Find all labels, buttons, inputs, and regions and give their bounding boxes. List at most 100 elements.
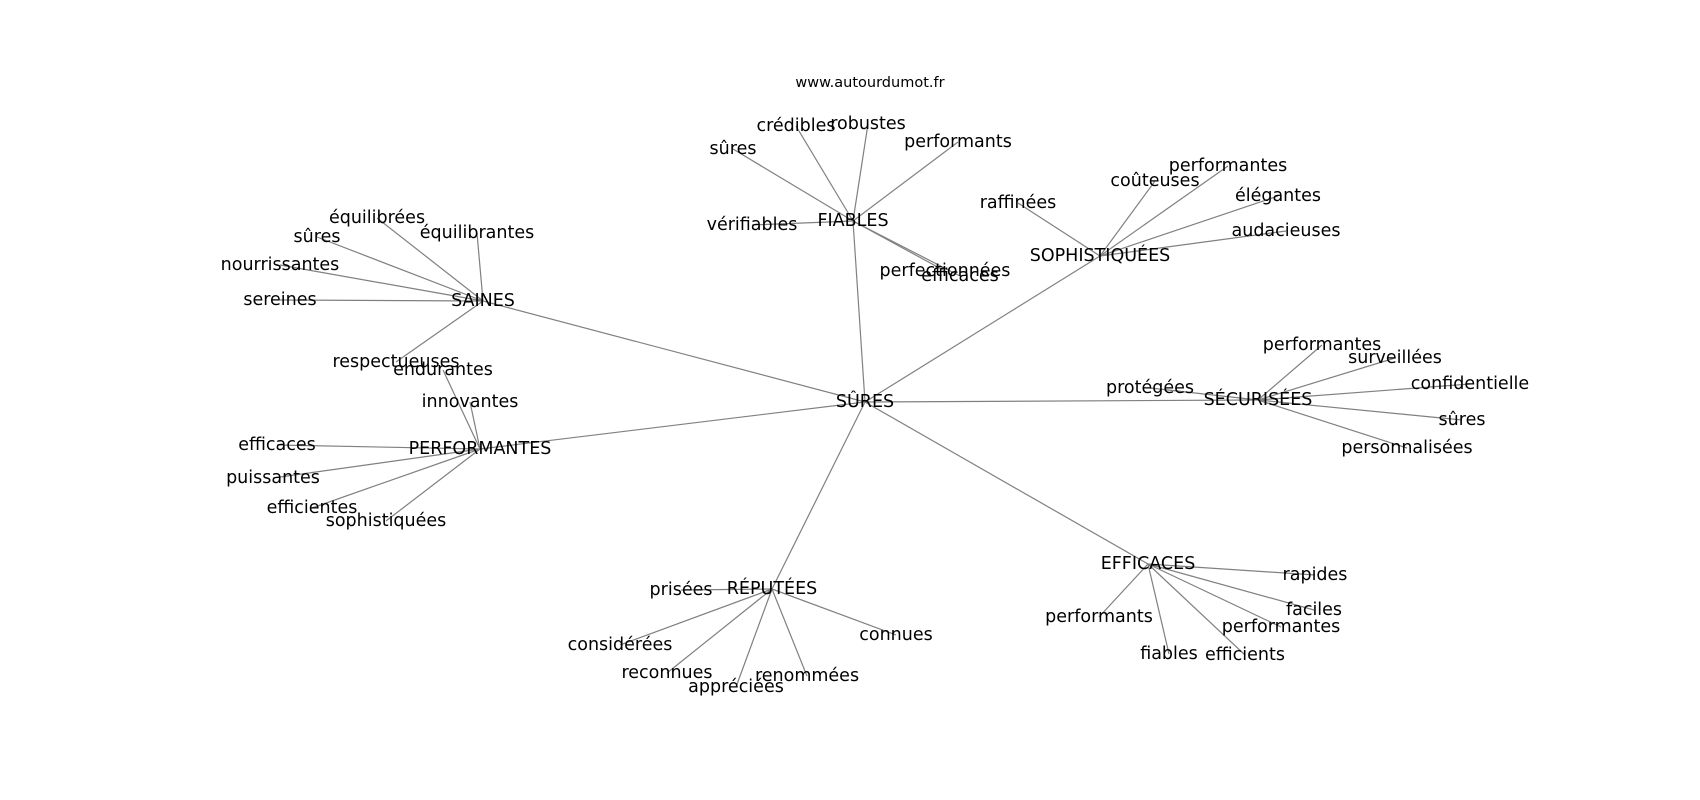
edge-performantes-efficientes: [311, 448, 481, 509]
leaf-securisees-personnalisees[interactable]: personnalisées: [1341, 438, 1472, 458]
leaf-reputees-connues[interactable]: connues: [859, 625, 933, 645]
leaf-securisees-protegees[interactable]: protégées: [1106, 378, 1194, 398]
edge-efficaces-faciles: [1147, 563, 1315, 611]
leaf-reputees-reconnues[interactable]: reconnues: [621, 663, 712, 683]
edge-securisees-confidentielle: [1257, 383, 1471, 401]
edge-fiables-robustes: [852, 123, 869, 222]
leaf-securisees-confidentielle[interactable]: confidentielle: [1411, 374, 1529, 394]
leaf-reputees-prisees[interactable]: prisées: [650, 580, 713, 600]
edge-efficaces-efficients: [1147, 563, 1246, 656]
edge-sophistiquees-raffinees: [1017, 202, 1101, 257]
edge-reputees-considerees: [619, 588, 773, 646]
hub-fiables[interactable]: FIABLES: [817, 211, 888, 231]
edge-fiables-sures: [732, 148, 854, 222]
edge-fiables-credibles: [795, 125, 854, 222]
leaf-sophistiquees-couteuses[interactable]: coûteuses: [1110, 171, 1199, 191]
edge-saines-sures: [316, 236, 484, 302]
edge-securisees-performantes: [1257, 344, 1323, 401]
leaf-efficaces-performants[interactable]: performants: [1045, 607, 1153, 627]
edge-efficaces-rapides: [1147, 563, 1316, 576]
leaf-fiables-performants[interactable]: performants: [904, 132, 1012, 152]
hub-performantes[interactable]: PERFORMANTES: [409, 439, 552, 459]
edge-efficaces-performantes: [1147, 563, 1282, 628]
edge-saines-nourrissantes: [279, 264, 484, 302]
edge-reputees-prisees: [680, 588, 773, 591]
edge-center-saines: [482, 300, 866, 403]
edge-reputees-appreciees: [735, 588, 773, 688]
leaf-saines-equilibrees[interactable]: équilibrées: [329, 208, 425, 228]
edge-saines-equilibrees: [376, 217, 484, 302]
edge-center-performantes: [479, 401, 866, 450]
edge-efficaces-performants: [1098, 563, 1149, 618]
leaf-sophistiquees-performantes[interactable]: performantes: [1169, 156, 1287, 176]
leaf-fiables-efficaces[interactable]: efficaces: [921, 266, 999, 286]
hub-reputees[interactable]: RÉPUTÉES: [727, 577, 818, 599]
leaf-fiables-perfectionnees[interactable]: perfectionnées: [880, 261, 1011, 281]
edge-sophistiquees-performantes: [1099, 165, 1229, 257]
leaf-performantes-endurantes[interactable]: endurantes: [393, 360, 493, 380]
center-word[interactable]: SÛRES: [836, 390, 894, 412]
hub-securisees[interactable]: SÉCURISÉES: [1204, 388, 1313, 410]
edge-center-sophistiquees: [864, 255, 1101, 403]
edge-securisees-protegees: [1149, 387, 1259, 401]
leaf-securisees-surveillees[interactable]: surveillées: [1348, 348, 1442, 368]
edge-performantes-endurantes: [442, 369, 481, 450]
edge-saines-sereines: [279, 299, 484, 302]
leaf-fiables-sures[interactable]: sûres: [710, 139, 757, 159]
leaf-securisees-performantes[interactable]: performantes: [1263, 335, 1381, 355]
leaf-fiables-robustes[interactable]: robustes: [830, 114, 906, 134]
hub-sophistiquees[interactable]: SOPHISTIQUÉES: [1030, 244, 1171, 266]
leaf-efficaces-performantes[interactable]: performantes: [1222, 617, 1340, 637]
leaf-securisees-sures[interactable]: sûres: [1439, 410, 1486, 430]
leaf-saines-nourrissantes[interactable]: nourrissantes: [221, 255, 340, 275]
leaf-reputees-renommees[interactable]: renommées: [755, 666, 859, 686]
leaf-fiables-credibles[interactable]: crédibles: [756, 116, 835, 136]
leaf-performantes-sophistiquees[interactable]: sophistiquées: [326, 511, 447, 531]
edge-reputees-renommees: [771, 588, 808, 677]
leaf-fiables-verifiables[interactable]: vérifiables: [707, 215, 798, 235]
leaf-performantes-efficaces[interactable]: efficaces: [238, 435, 316, 455]
edge-reputees-connues: [771, 588, 897, 636]
leaf-sophistiquees-raffinees[interactable]: raffinées: [980, 193, 1057, 213]
edge-securisees-surveillees: [1257, 357, 1396, 401]
edge-sophistiquees-couteuses: [1099, 180, 1156, 257]
leaf-saines-sures[interactable]: sûres: [294, 227, 341, 247]
edge-performantes-efficaces: [276, 444, 481, 450]
leaf-efficaces-efficients[interactable]: efficients: [1205, 645, 1285, 665]
site-credit: www.autourdumot.fr: [795, 75, 944, 91]
leaf-efficaces-rapides[interactable]: rapides: [1283, 565, 1348, 585]
edge-sophistiquees-elegantes: [1099, 195, 1279, 257]
edge-center-securisees: [864, 399, 1259, 403]
leaf-sophistiquees-elegantes[interactable]: élégantes: [1235, 186, 1321, 206]
edge-saines-equilibrantes: [476, 232, 484, 302]
leaf-performantes-innovantes[interactable]: innovantes: [422, 392, 519, 412]
edge-fiables-verifiables: [751, 220, 854, 226]
edge-securisees-sures: [1257, 399, 1463, 421]
leaf-reputees-appreciees[interactable]: appréciées: [688, 677, 784, 697]
edge-performantes-innovantes: [469, 401, 481, 450]
edge-fiables-performants: [852, 141, 959, 222]
leaf-performantes-puissantes[interactable]: puissantes: [226, 468, 320, 488]
edge-center-efficaces: [864, 401, 1149, 565]
leaf-sophistiquees-audacieuses[interactable]: audacieuses: [1232, 221, 1341, 241]
leaf-saines-equilibrantes[interactable]: équilibrantes: [420, 223, 534, 243]
leaf-saines-respectueuses[interactable]: respectueuses: [332, 352, 459, 372]
graph-edges: [272, 123, 1471, 688]
leaf-saines-sereines[interactable]: sereines: [243, 290, 316, 310]
edge-securisees-personnalisees: [1257, 399, 1408, 449]
hub-saines[interactable]: SAINES: [451, 291, 515, 311]
edge-performantes-sophistiquees: [385, 448, 481, 522]
edge-efficaces-fiables: [1147, 563, 1170, 655]
edge-fiables-efficaces: [852, 220, 961, 277]
edge-saines-respectueuses: [395, 300, 484, 363]
leaf-efficaces-faciles[interactable]: faciles: [1286, 600, 1342, 620]
leaf-efficaces-fiables[interactable]: fiables: [1140, 644, 1198, 664]
edge-center-reputees: [771, 401, 866, 590]
edge-center-fiables: [852, 220, 866, 403]
edge-sophistiquees-audacieuses: [1099, 230, 1287, 257]
leaf-performantes-efficientes[interactable]: efficientes: [267, 498, 358, 518]
hub-efficaces[interactable]: EFFICACES: [1101, 554, 1196, 574]
leaf-reputees-considerees[interactable]: considérées: [568, 635, 673, 655]
